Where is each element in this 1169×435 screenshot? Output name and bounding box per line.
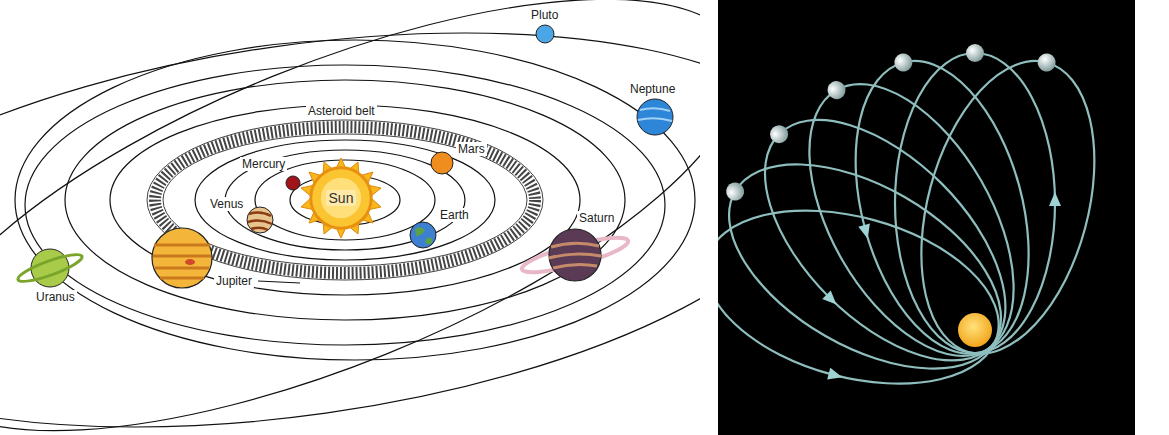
planet-label: Neptune xyxy=(628,82,677,96)
sun-node: Sun xyxy=(305,162,377,234)
dark-panel xyxy=(718,0,1135,435)
planet-label: Mars xyxy=(456,142,487,156)
planet-label: Asteroid belt xyxy=(306,104,377,118)
planet-label: Pluto xyxy=(529,8,560,22)
sun-rays xyxy=(301,158,381,238)
planets xyxy=(16,25,673,288)
planet-label: Jupiter xyxy=(214,274,254,288)
planet-label: Uranus xyxy=(34,290,77,304)
central-star xyxy=(958,313,992,347)
sun-label: Sun xyxy=(326,190,357,206)
planet-label: Earth xyxy=(438,208,471,222)
orbits xyxy=(0,0,700,435)
precession-rosette xyxy=(718,42,1124,413)
planet-label: Venus xyxy=(208,197,245,211)
leader-line xyxy=(258,281,300,283)
planet-label: Mercury xyxy=(240,157,287,171)
planet-label: Saturn xyxy=(577,211,616,225)
